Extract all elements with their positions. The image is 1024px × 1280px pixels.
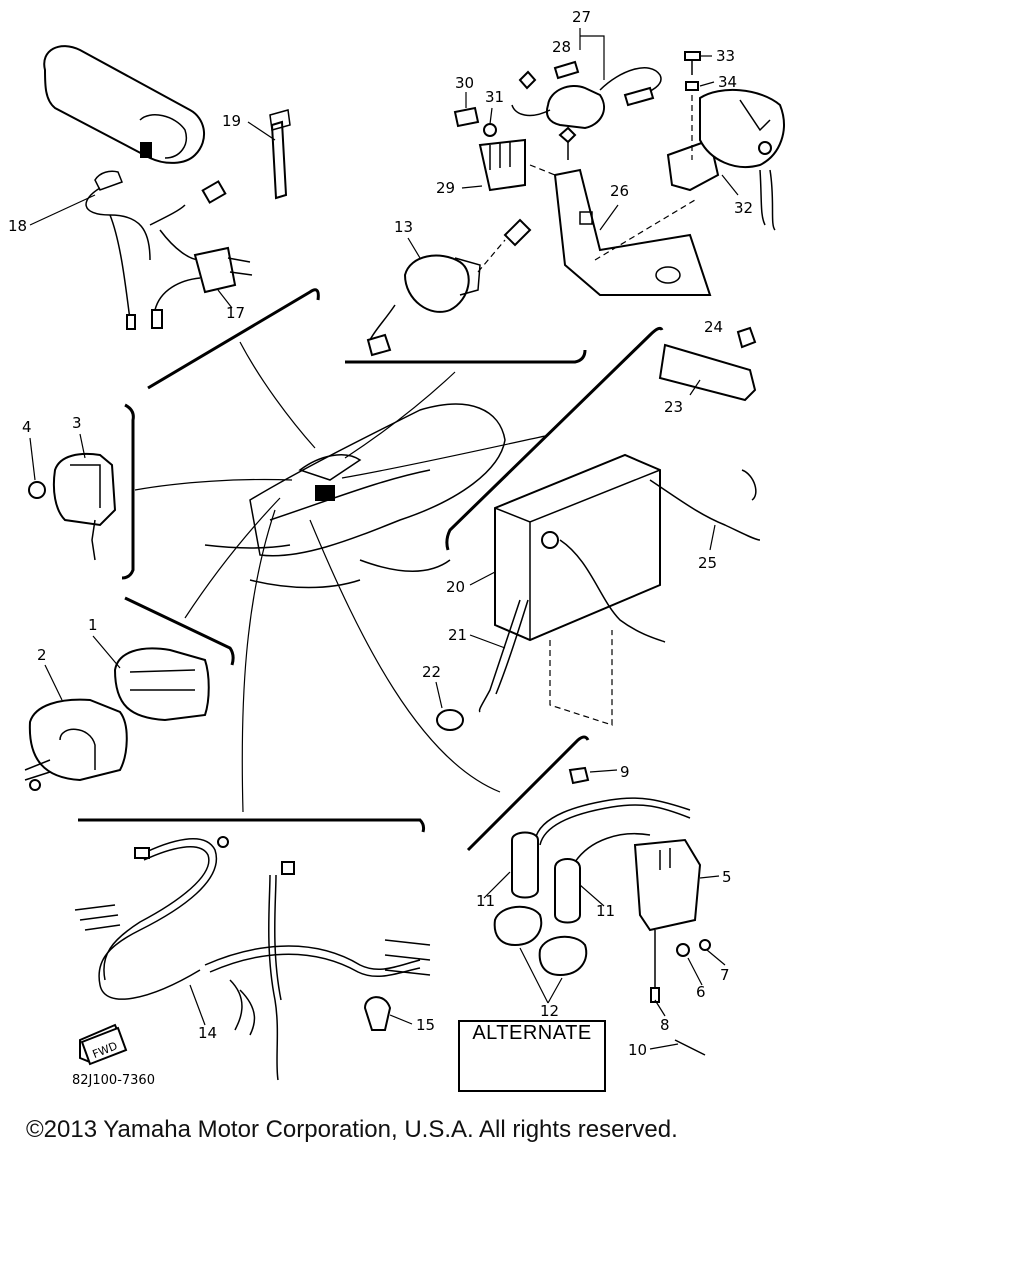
parts-diagram: 1 2 3 4 5 6 7 8 9 10 11 11 12 13 14 15 1… [8,8,785,1089]
bracket-and-solenoid [553,51,785,296]
part-label: 24 [704,318,723,336]
part-number-labels: 1 2 3 4 5 6 7 8 9 10 11 11 12 13 14 15 1… [8,8,753,1089]
part-label: 2 [37,646,47,664]
part-label: 18 [8,217,27,235]
part-label: 19 [222,112,241,130]
grip-and-wiring [43,45,291,330]
part-label: 7 [720,966,730,984]
part-label: 1 [88,616,98,634]
relay-parts [453,60,662,192]
part-label: 9 [620,763,630,781]
part-label: 30 [455,74,474,92]
part-label: 20 [446,578,465,596]
part-label: 25 [698,554,717,572]
part-label: 14 [198,1024,217,1042]
part-3-4 [28,452,117,561]
fwd-arrow: FWD [80,1026,128,1066]
alternate-box: ALTERNATE [458,1020,606,1092]
part-label: 5 [722,868,732,886]
part-label: 12 [540,1002,559,1020]
part-label: 29 [436,179,455,197]
part-label: 26 [610,182,629,200]
alternate-label: ALTERNATE [472,1022,592,1044]
part-label: 32 [734,199,753,217]
part-label: 28 [552,38,571,56]
part-14-harness [74,836,431,1081]
part-label: 4 [22,418,32,436]
part-label: 33 [716,47,735,65]
battery-parts [436,326,761,731]
part-label: 10 [628,1041,647,1059]
part-label: 17 [226,304,245,322]
part-label: 8 [660,1016,670,1034]
drawing-code: 82J100-7360 [72,1073,155,1088]
part-label: 23 [664,398,683,416]
part-label: 31 [485,88,504,106]
part-label: 22 [422,663,441,681]
part-label: 15 [416,1016,435,1034]
part-label: 11 [476,892,495,910]
part-label: 3 [72,414,82,432]
copyright-text: ©2013 Yamaha Motor Corporation, U.S.A. A… [26,1116,678,1143]
part-label: 21 [448,626,467,644]
part-13-switch [366,218,532,357]
part-1-2 [24,647,210,791]
part-label: 11 [596,902,615,920]
part-label: 13 [394,218,413,236]
callout-lines [78,288,664,852]
label-leaders [29,28,739,1079]
ignition-parts [493,766,711,1079]
snowmobile-body [204,403,506,589]
part-label: 34 [718,73,737,91]
part-label: 6 [696,983,706,1001]
part-label: 27 [572,8,591,26]
